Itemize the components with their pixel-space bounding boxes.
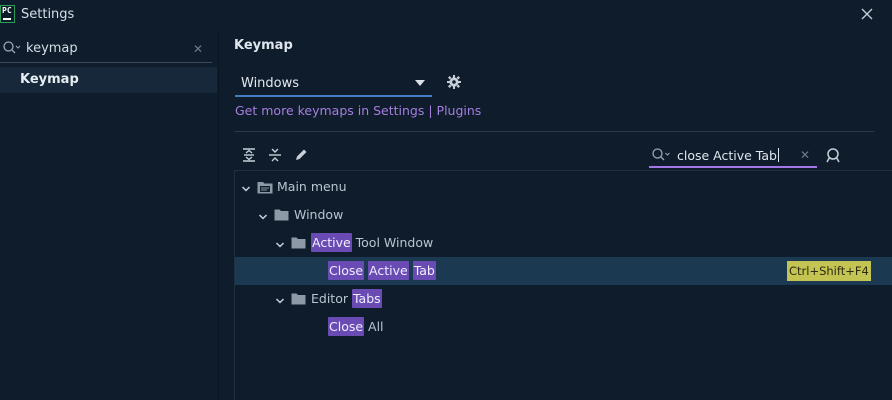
folder-icon [274,209,289,224]
tree-row-label: Close Active Tab [328,261,436,280]
edit-icon[interactable] [292,146,310,164]
tree-row-label: Main menu [277,179,347,194]
tree-row-label: Close All [328,317,384,336]
keymap-scheme-value: Windows [241,76,300,91]
chevron-down-icon[interactable] [275,294,285,309]
keymap-panel: Keymap Windows Get more keymaps in Setti… [219,30,892,400]
label-text: Main menu [277,179,347,194]
title-bar: PC Settings [0,0,892,30]
search-match-highlight: Close [328,261,365,280]
tree-row[interactable]: Main menu [235,173,892,201]
action-filter-field[interactable]: close Active Tab ✕ [649,144,817,168]
search-match-highlight: Active [311,233,352,252]
clear-search-icon[interactable]: ✕ [193,42,204,56]
menu-folder-icon [257,181,273,197]
folder-icon [291,237,306,252]
app-logo: PC [0,5,15,23]
search-match-highlight: Tabs [351,289,382,308]
app-logo-text: PC [2,6,12,15]
keymap-scheme-dropdown[interactable]: Windows [235,73,432,97]
label-text: Editor [311,291,352,306]
shortcut-badge: Ctrl+Shift+F4 [787,261,871,281]
tree-row[interactable]: Close All [235,313,892,341]
page-title: Keymap [234,38,293,53]
folder-icon [291,293,306,308]
search-match-highlight: Close [328,317,365,336]
sidebar-item-keymap[interactable]: Keymap [0,67,217,93]
sidebar-item-label: Keymap [20,72,79,87]
expand-all-icon[interactable] [240,146,258,164]
tree-row-label: Editor Tabs [311,289,382,308]
search-icon [2,40,22,59]
tree-row-label: Window [294,207,343,222]
tree-row[interactable]: Editor Tabs [235,285,892,313]
search-match-highlight: Active [368,261,409,280]
label-text: Tool Window [351,235,434,250]
close-icon[interactable] [858,5,876,23]
search-match-highlight: Tab [412,261,436,280]
settings-search-input[interactable]: keymap [26,41,78,56]
chevron-down-icon[interactable] [258,210,268,225]
panel-divider[interactable] [218,30,219,400]
tree-row[interactable]: Active Tool Window [235,229,892,257]
tree-row[interactable]: Window [235,201,892,229]
action-filter-input[interactable]: close Active Tab [677,148,777,163]
chevron-down-icon[interactable] [275,238,285,253]
window-title: Settings [21,7,75,22]
collapse-all-icon[interactable] [266,146,284,164]
search-icon [651,147,673,166]
find-by-shortcut-icon[interactable] [825,147,843,168]
settings-search[interactable]: keymap ✕ [0,34,212,63]
chevron-down-icon [415,80,425,86]
label-text: Window [294,207,344,222]
separator [234,131,874,132]
get-more-keymaps-link[interactable]: Get more keymaps in Settings | Plugins [235,103,482,118]
label-text: All [364,319,384,334]
clear-filter-icon[interactable]: ✕ [800,148,811,162]
tree-row-label: Active Tool Window [311,233,434,252]
tree-row[interactable]: Close Active Tab Ctrl+Shift+F4 [235,257,892,285]
chevron-down-icon[interactable] [241,182,251,197]
gear-icon[interactable] [446,74,462,93]
settings-sidebar: keymap ✕ Keymap [0,30,218,400]
